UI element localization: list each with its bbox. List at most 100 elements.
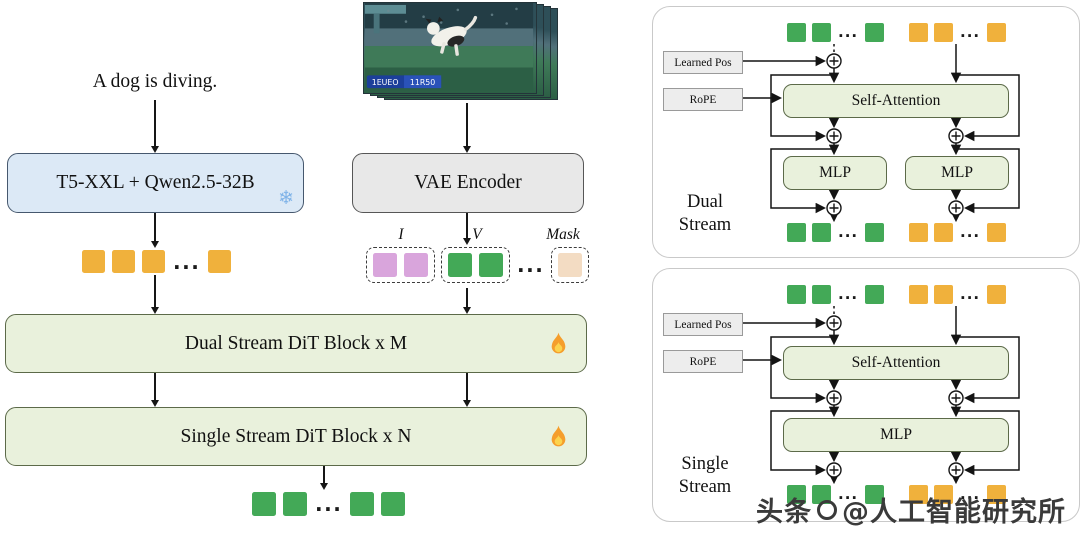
text-token [112, 250, 135, 273]
watermark: 头条 @人工智能研究所 [756, 490, 1066, 529]
rope-label: RoPE [663, 88, 743, 111]
video-token [812, 223, 831, 242]
ellipsis: ... [838, 285, 859, 303]
video-token [865, 285, 885, 304]
trainable-flame-icon [549, 332, 568, 355]
text-token [934, 223, 953, 242]
ellipsis: ... [960, 23, 981, 41]
ellipsis: ... [960, 285, 981, 303]
text-token [987, 485, 1007, 504]
video-token [812, 285, 831, 304]
video-token [812, 23, 831, 42]
single-stream-panel: ... ... Learned Pos RoPE Self-Attention … [652, 268, 1080, 522]
text-token [987, 23, 1007, 42]
text-token [934, 285, 953, 304]
watermark-brand: 头条 [756, 497, 812, 528]
trainable-flame-icon [549, 425, 568, 448]
video-token [283, 492, 307, 516]
ellipsis: ... [960, 223, 981, 241]
video-token [812, 485, 831, 504]
output-token-row: ... [252, 492, 406, 516]
mlp-left-label: MLP [819, 164, 851, 181]
image-token [373, 253, 397, 277]
text-token [987, 223, 1007, 242]
text-token [208, 250, 232, 273]
dual-stream-dit-block: Dual Stream DiT Block x M [5, 314, 587, 373]
text-token [909, 285, 928, 304]
image-latent-label: I [398, 226, 404, 243]
video-token [865, 223, 885, 242]
learned-pos-label: Learned Pos [663, 313, 743, 336]
score-banner: 1EUEO 11R50 [366, 75, 442, 89]
mlp-left-box: MLP [783, 156, 887, 190]
video-token [865, 485, 885, 504]
single-bottom-text-tokens: ... [909, 485, 1007, 504]
text-token-row: ... [82, 249, 232, 274]
learned-pos-label: Learned Pos [663, 51, 743, 74]
text-token [909, 23, 928, 42]
mlp-right-box: MLP [905, 156, 1009, 190]
dual-bottom-video-tokens: ... [787, 223, 885, 242]
dual-top-video-tokens: ... [787, 23, 885, 42]
video-token [479, 253, 503, 277]
video-token [787, 485, 806, 504]
single-stream-dit-block: Single Stream DiT Block x N [5, 407, 587, 466]
self-attention-label: Self-Attention [851, 92, 941, 109]
watermark-logo-icon [817, 499, 837, 520]
video-frames-stack: 1EUEO 11R50 [363, 2, 559, 100]
text-token [909, 485, 928, 504]
arrow-prompt-to-text-encoder [154, 100, 156, 146]
dual-bottom-text-tokens: ... [909, 223, 1007, 242]
ellipsis: ... [173, 249, 201, 274]
score-banner-right: 11R50 [410, 78, 435, 87]
video-token [381, 492, 406, 516]
mlp-right-label: MLP [941, 164, 973, 181]
watermark-handle: @人工智能研究所 [842, 497, 1066, 528]
arrow-dual-to-single-left [154, 372, 156, 400]
ellipsis: ... [960, 485, 981, 503]
rope-label: RoPE [663, 350, 743, 373]
self-attention-box: Self-Attention [783, 346, 1009, 380]
dual-top-text-tokens: ... [909, 23, 1007, 42]
arrow-latents-to-dual-block [466, 288, 468, 307]
self-attention-label: Self-Attention [851, 354, 941, 371]
text-encoder-label: T5-XXL + Qwen2.5-32B [56, 172, 255, 193]
video-token [787, 285, 806, 304]
text-token [909, 223, 928, 242]
arrow-dual-to-single-right [466, 372, 468, 400]
text-encoder-box: T5-XXL + Qwen2.5-32B ❄ [7, 153, 304, 213]
text-token [987, 285, 1007, 304]
single-top-video-tokens: ... [787, 285, 885, 304]
frozen-snowflake-icon: ❄ [278, 187, 294, 209]
video-token [787, 223, 806, 242]
single-top-text-tokens: ... [909, 285, 1007, 304]
mlp-box: MLP [783, 418, 1009, 452]
video-token [787, 23, 806, 42]
latent-token-groups: ... [366, 247, 590, 283]
video-token [350, 492, 375, 516]
video-token [448, 253, 472, 277]
mask-token [558, 253, 583, 277]
ellipsis: ... [517, 253, 545, 277]
dual-stream-panel: ... ... Learned Pos RoPE Self-Attention … [652, 6, 1080, 258]
self-attention-box: Self-Attention [783, 84, 1009, 118]
single-stream-dit-label: Single Stream DiT Block x N [180, 425, 412, 447]
mask-latent-group [551, 247, 590, 283]
mask-latent-label: Mask [546, 226, 580, 243]
image-latent-group [366, 247, 435, 283]
arrow-text-tokens-to-dual-block [154, 275, 156, 307]
text-token [934, 485, 953, 504]
prompt-text: A dog is diving. [92, 71, 218, 92]
vae-encoder-label: VAE Encoder [414, 172, 522, 193]
arrow-encoder-to-text-tokens [154, 212, 156, 241]
add-circle-icons [826, 53, 964, 216]
ellipsis: ... [315, 492, 343, 516]
video-latent-group [441, 247, 510, 283]
arrow-video-to-vae [466, 103, 468, 146]
dual-stream-dit-label: Dual Stream DiT Block x M [184, 332, 408, 354]
image-token [404, 253, 428, 277]
text-token [934, 23, 953, 42]
arrow-vae-to-latents [466, 212, 468, 238]
text-token [82, 250, 105, 273]
single-stream-label: Single Stream [678, 454, 732, 498]
